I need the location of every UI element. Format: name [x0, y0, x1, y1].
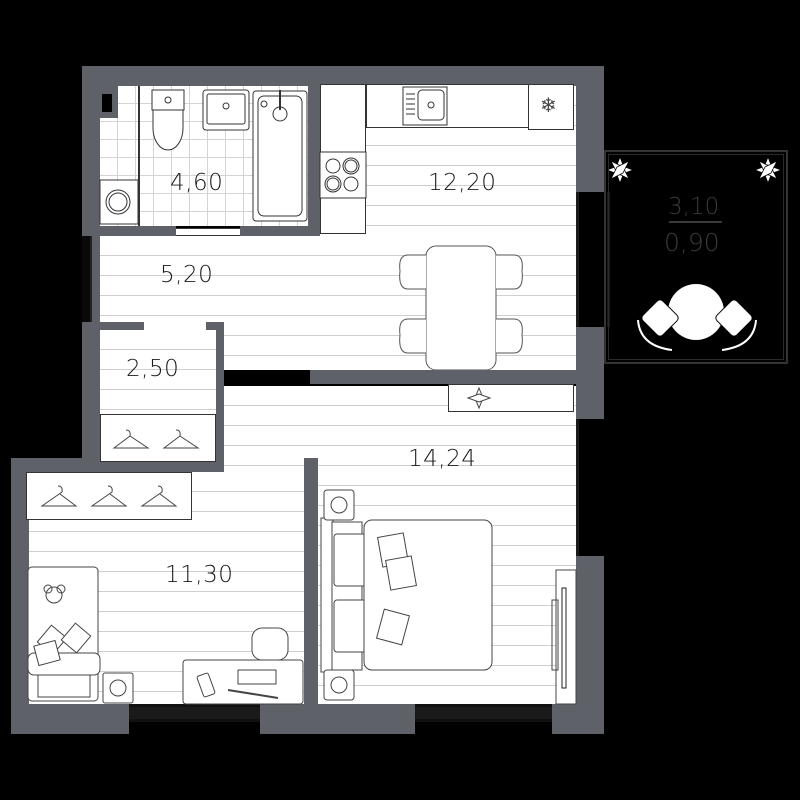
stove-icon [319, 151, 367, 199]
flower-icon [466, 386, 492, 410]
wall-bathroom-right [308, 66, 320, 236]
wall-closet-top-left [82, 322, 144, 330]
wall-bathroom-bottom-left [82, 226, 176, 236]
pillow-icon [333, 533, 367, 587]
room-area-bedroom: 14,24 [408, 446, 477, 472]
wall-bedroom-left [304, 458, 318, 704]
wall-outer-right-upper [576, 66, 604, 192]
dining-table-icon [399, 245, 523, 371]
nightstand-icon [102, 672, 134, 704]
sink-icon [202, 89, 250, 131]
washing-machine-icon [99, 179, 139, 225]
tv-stand-icon [551, 569, 577, 705]
wall-closet-right [216, 322, 224, 472]
room-area-kids: 11,30 [165, 562, 234, 588]
window-hallway-left [82, 236, 92, 322]
closet-wardrobe [100, 414, 216, 462]
teddy-bear-icon [43, 584, 66, 604]
wall-bottom-left [11, 704, 129, 734]
partition-line [138, 86, 140, 226]
wall-living-bedroom [310, 370, 604, 384]
nightstand-icon [323, 489, 355, 521]
bed-icon [320, 489, 493, 701]
wall-bathroom-bottom-right [240, 226, 320, 236]
fridge [528, 84, 574, 130]
kitchen-sink-icon [402, 86, 448, 126]
balcony [604, 150, 788, 364]
room-area-closet: 2,50 [126, 356, 180, 382]
bathtub-icon [252, 90, 308, 222]
window-bottom-right [415, 704, 552, 722]
sofa-bed-icon [27, 566, 101, 702]
kids-wardrobe [26, 472, 192, 520]
toilet-icon [151, 89, 185, 151]
snowflake-icon: ❄ [540, 93, 557, 117]
window-bottom-left [129, 704, 260, 722]
balcony-coefficient-area: 0,90 [664, 228, 720, 257]
balcony-table-icon [637, 284, 757, 351]
wall-bottom-mid [260, 704, 415, 734]
balcony-inner-line [608, 154, 784, 360]
hanger-icon [40, 485, 178, 507]
ventilation-icon [102, 94, 112, 112]
office-chair-icon [251, 627, 289, 661]
wall-outer-top [82, 66, 604, 86]
hanger-icon [112, 429, 200, 449]
room-area-kitchen: 12,20 [428, 170, 497, 196]
window-bedroom-right[interactable] [576, 419, 607, 556]
flower-icon [753, 155, 783, 185]
wall-bottom-right [552, 704, 604, 734]
room-area-bathroom: 4,60 [170, 170, 224, 196]
room-area-hallway: 5,20 [160, 262, 214, 288]
balcony-fraction-line [669, 221, 722, 223]
bathroom-door[interactable] [176, 228, 240, 236]
wall-outer-left-lower [11, 458, 29, 734]
bedroom-shelf [448, 384, 574, 412]
chair-icon [399, 254, 426, 290]
room-closet [100, 330, 216, 414]
desk-icon [182, 627, 304, 705]
balcony-area: 3,10 [668, 194, 720, 220]
flower-icon [605, 155, 635, 185]
wall-closet-top-right [206, 322, 224, 330]
